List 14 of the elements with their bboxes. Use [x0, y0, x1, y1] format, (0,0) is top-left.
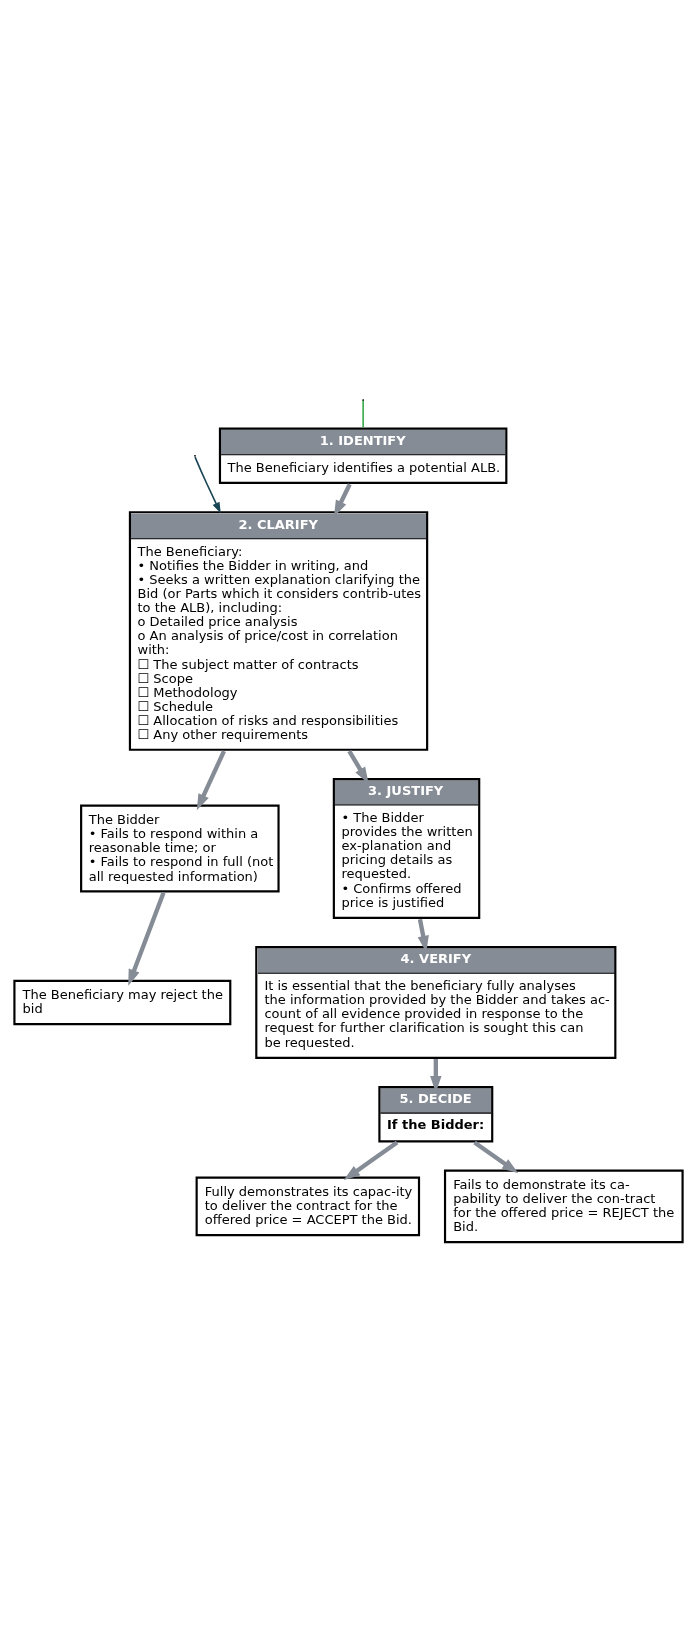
- arrow: [429, 1058, 442, 1092]
- connector: [361, 399, 364, 428]
- node-box: The Beneficiary may reject the bid: [12, 979, 231, 1025]
- arrow: [193, 455, 221, 513]
- arrow: [333, 482, 352, 517]
- arrow: [343, 1140, 398, 1180]
- arrow: [417, 918, 429, 952]
- arrow: [472, 1140, 518, 1173]
- node-box: Fully demonstrates its capac-ity to deliver the contract for the offered price = ACCEPT the Bid.: [195, 1176, 420, 1236]
- arrow: [346, 749, 369, 784]
- node-box: Fails to demonstrate its ca-pability to deliver the con-tract for the offered price = REJECT the Bid.: [443, 1169, 684, 1243]
- node-box: The Bidder • Fails to respond within a reasonable time; or • Fails to respond in full (not all requested information): [79, 804, 280, 892]
- arrow: [196, 749, 226, 810]
- arrow: [127, 891, 166, 986]
